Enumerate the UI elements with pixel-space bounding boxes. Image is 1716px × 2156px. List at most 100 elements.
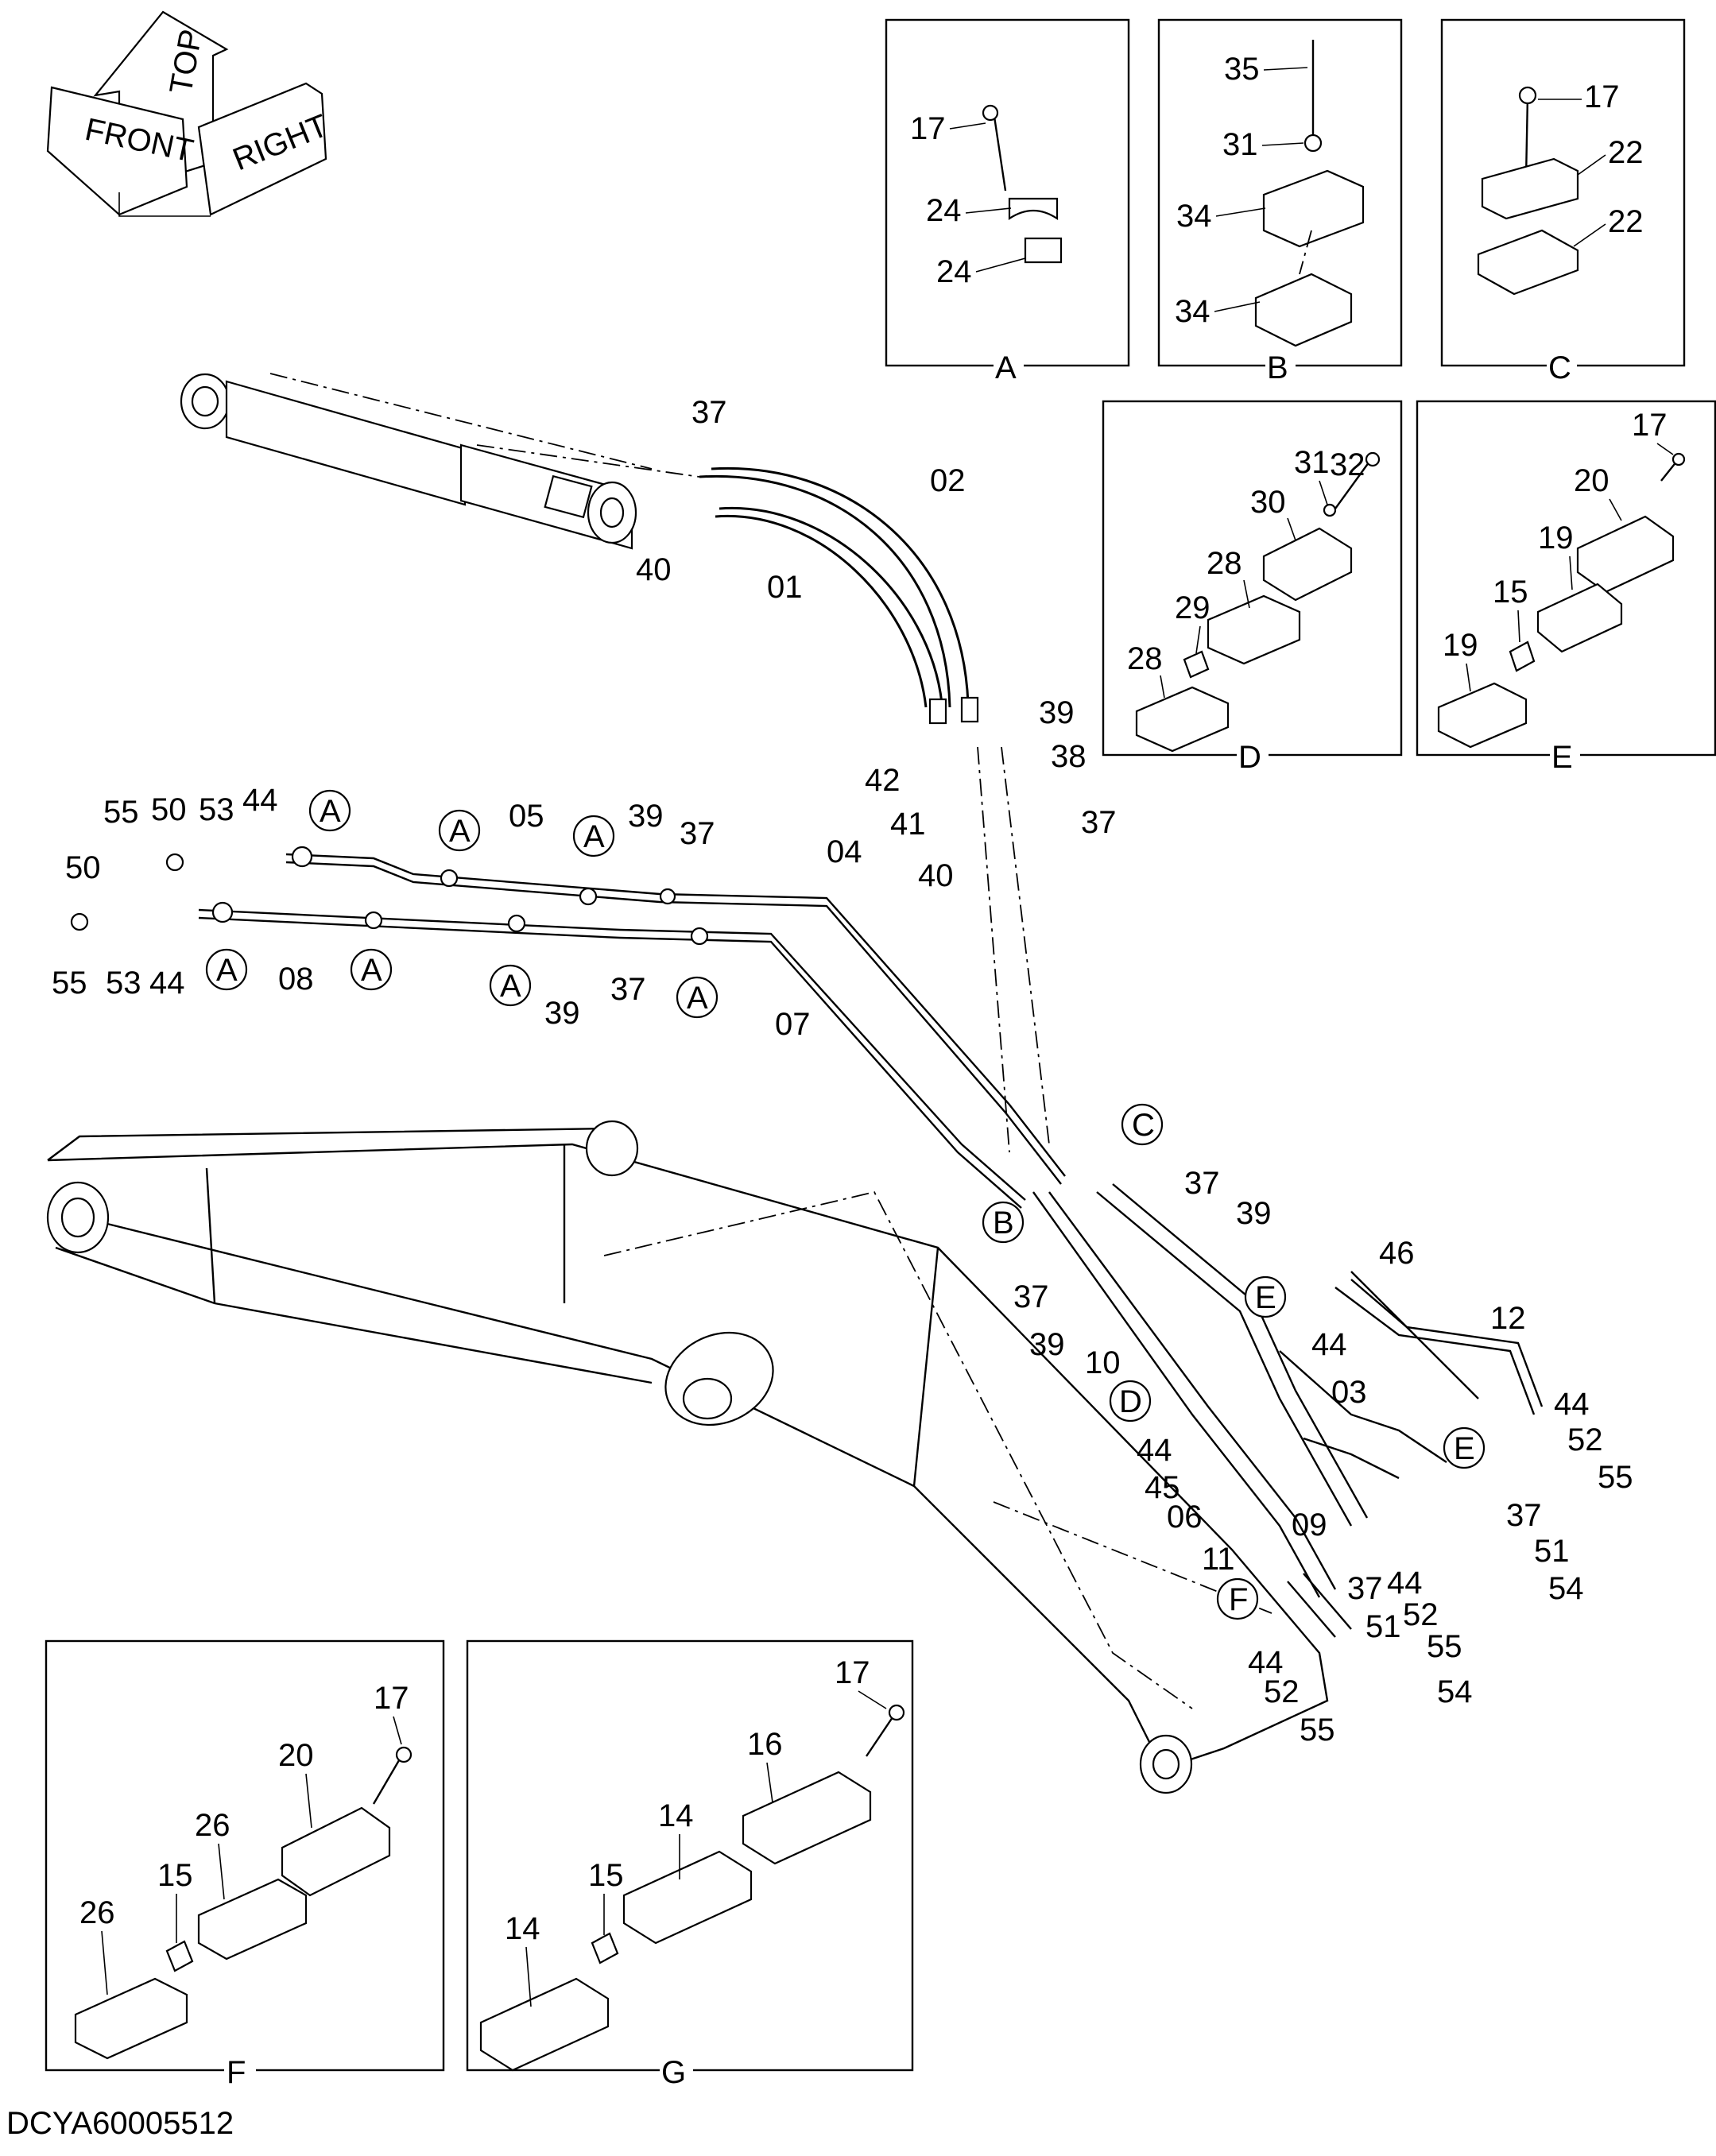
marker-d: D xyxy=(1109,1380,1152,1422)
svg-text:F: F xyxy=(1229,1582,1248,1617)
callout-37c: 37 xyxy=(680,816,715,851)
svg-text:A: A xyxy=(500,969,521,1004)
callout-39c: 39 xyxy=(544,996,580,1031)
detail-box-a-caption: A xyxy=(995,350,1017,385)
callout-07: 07 xyxy=(775,1007,811,1042)
pipes-assembly xyxy=(70,846,1544,1638)
marker-a-2: A xyxy=(438,809,481,852)
callout-04: 04 xyxy=(827,834,862,869)
callout-42: 42 xyxy=(865,763,901,798)
callout-37b: 37 xyxy=(1081,805,1117,840)
marker-a-1: A xyxy=(308,789,351,832)
callout-b-34-upper: 34 xyxy=(1176,199,1212,234)
svg-text:C: C xyxy=(1132,1108,1155,1143)
detail-box-e-caption: E xyxy=(1551,740,1573,775)
marker-e-2: E xyxy=(1443,1426,1486,1469)
main-callouts: 37 02 40 01 39 38 42 41 37 40 55 50 53 4… xyxy=(52,395,1633,1748)
callout-d-28-upper: 28 xyxy=(1207,546,1242,581)
callout-05: 05 xyxy=(509,799,544,834)
callout-40b: 40 xyxy=(918,858,954,893)
callout-46: 46 xyxy=(1379,1236,1415,1271)
detail-box-f: F 17 20 26 15 26 xyxy=(45,1639,445,2090)
callout-e-17: 17 xyxy=(1632,408,1668,443)
detail-box-c: C 17 22 22 xyxy=(1440,18,1686,385)
drawing-code: DCYA60005512 xyxy=(6,2106,234,2141)
callout-g-15: 15 xyxy=(588,1858,624,1893)
orientation-arrows: TOP FRONT RIGHT xyxy=(46,10,333,217)
callout-44c: 44 xyxy=(1311,1327,1347,1362)
callout-f-15: 15 xyxy=(157,1858,193,1893)
callout-f-20: 20 xyxy=(278,1738,314,1773)
callout-d-30: 30 xyxy=(1250,485,1286,520)
callout-d-31: 31 xyxy=(1294,445,1330,480)
callout-09: 09 xyxy=(1292,1508,1327,1542)
detail-markers: A A A A A A A A B C D E E F xyxy=(205,789,1486,1620)
callout-37: 37 xyxy=(691,395,727,430)
callout-c-22-lower: 22 xyxy=(1608,204,1644,239)
svg-text:A: A xyxy=(320,794,341,829)
callout-38: 38 xyxy=(1051,739,1087,774)
callout-50b: 50 xyxy=(65,850,101,885)
callout-54: 54 xyxy=(1548,1571,1584,1606)
detail-box-b: B 35 31 34 34 xyxy=(1157,18,1403,385)
callout-e-20: 20 xyxy=(1574,463,1609,498)
svg-text:A: A xyxy=(361,953,382,988)
callout-e-15: 15 xyxy=(1493,575,1528,610)
svg-text:E: E xyxy=(1454,1431,1475,1466)
callout-g-14-upper: 14 xyxy=(658,1798,694,1833)
callout-44f: 44 xyxy=(1387,1566,1423,1601)
callout-41: 41 xyxy=(890,807,926,842)
svg-text:B: B xyxy=(993,1206,1014,1241)
callout-37e: 37 xyxy=(1184,1166,1220,1201)
callout-b-35: 35 xyxy=(1224,52,1260,87)
callout-55d: 55 xyxy=(1427,1629,1462,1664)
marker-a-3: A xyxy=(572,815,615,857)
detail-box-f-caption: F xyxy=(227,2055,246,2090)
marker-c: C xyxy=(1121,1103,1164,1146)
callout-45: 45 xyxy=(1145,1470,1180,1505)
callout-55: 55 xyxy=(103,795,139,830)
marker-a-5: A xyxy=(350,948,393,991)
marker-e-1: E xyxy=(1244,1275,1287,1318)
callout-g-16: 16 xyxy=(747,1727,783,1762)
callout-39e: 39 xyxy=(1029,1327,1065,1362)
callout-37h: 37 xyxy=(1347,1571,1383,1606)
detail-box-e: E 17 20 19 15 19 xyxy=(1416,400,1716,775)
boom-structure xyxy=(46,1120,1329,1794)
callout-52c: 52 xyxy=(1264,1674,1300,1709)
callout-39d: 39 xyxy=(1236,1196,1272,1231)
detail-box-b-caption: B xyxy=(1267,350,1288,385)
detail-box-g-caption: G xyxy=(661,2055,686,2090)
callout-f-26-upper: 26 xyxy=(195,1808,230,1843)
callout-44b: 44 xyxy=(149,966,185,1001)
marker-f: F xyxy=(1216,1577,1259,1620)
callout-c-17: 17 xyxy=(1584,79,1620,114)
detail-box-g: G 17 16 14 15 14 xyxy=(466,1639,914,2090)
callout-44d: 44 xyxy=(1137,1433,1172,1468)
callout-d-32: 32 xyxy=(1330,447,1365,482)
callout-50: 50 xyxy=(151,792,187,827)
callout-d-29: 29 xyxy=(1175,590,1210,625)
callout-f-17: 17 xyxy=(374,1681,409,1716)
callout-f-26-lower: 26 xyxy=(79,1895,115,1930)
detail-box-d: D 32 31 30 28 29 28 xyxy=(1102,400,1403,775)
callout-54b: 54 xyxy=(1437,1674,1473,1709)
svg-text:D: D xyxy=(1119,1384,1142,1419)
callout-10: 10 xyxy=(1085,1345,1121,1380)
callout-06: 06 xyxy=(1167,1500,1203,1535)
callout-01: 01 xyxy=(767,570,803,605)
callout-39b: 39 xyxy=(628,799,664,834)
callout-39: 39 xyxy=(1039,695,1075,730)
callout-44e: 44 xyxy=(1554,1387,1590,1422)
callout-g-14-lower: 14 xyxy=(505,1911,540,1946)
callout-a-24-lower: 24 xyxy=(936,254,972,289)
callout-44g: 44 xyxy=(1248,1645,1284,1680)
callout-37g: 37 xyxy=(1506,1498,1542,1533)
callout-52: 52 xyxy=(1567,1422,1603,1457)
hoses-upper xyxy=(476,444,1050,1153)
boom-cylinder xyxy=(180,373,653,550)
svg-text:E: E xyxy=(1255,1280,1276,1315)
callout-55e: 55 xyxy=(1300,1713,1335,1748)
callout-44: 44 xyxy=(242,783,278,818)
